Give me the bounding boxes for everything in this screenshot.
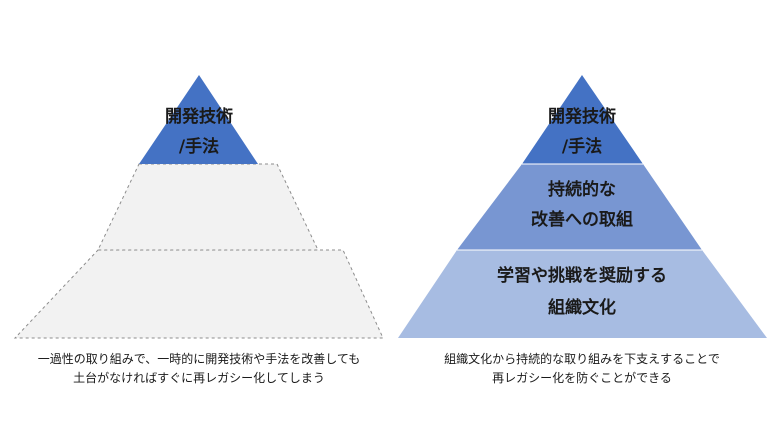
left-pyramid-middle-tier-empty: [97, 163, 319, 251]
left-top-tier-label-line1: 開発技術: [165, 106, 233, 127]
right-caption-line2: 再レガシー化を防ぐことができる: [492, 370, 672, 385]
right-pyramid-middle-tier: [457, 164, 702, 250]
right-pyramid-top-tier: [522, 75, 643, 164]
right-top-tier-label-line1: 開発技術: [548, 106, 616, 127]
left-top-tier-label-line2: /手法: [179, 136, 219, 157]
left-pyramid-top-tier: [139, 75, 258, 164]
right-caption-line1: 組織文化から持続的な取り組みを下支えすることで: [444, 351, 720, 366]
right-middle-tier-label-line1: 持続的な: [548, 179, 616, 200]
right-pyramid: 開発技術 /手法 持続的な 改善への取組 学習や挑戦を奨励する 組織文化: [398, 75, 767, 338]
right-pyramid-bottom-tier: [398, 250, 767, 338]
right-bottom-tier-label-line1: 学習や挑戦を奨励する: [497, 265, 667, 286]
left-caption-line2: 土台がなければすぐに再レガシー化してしまう: [73, 370, 325, 385]
right-bottom-tier-label-line2: 組織文化: [548, 297, 616, 318]
left-pyramid: 開発技術 /手法: [13, 75, 384, 339]
right-middle-tier-label-line2: 改善への取組: [531, 209, 633, 230]
left-pyramid-bottom-tier-empty: [13, 249, 384, 339]
left-caption-line1: 一過性の取り組みで、一時的に開発技術や手法を改善しても: [38, 351, 361, 366]
right-top-tier-label-line2: /手法: [562, 136, 602, 157]
